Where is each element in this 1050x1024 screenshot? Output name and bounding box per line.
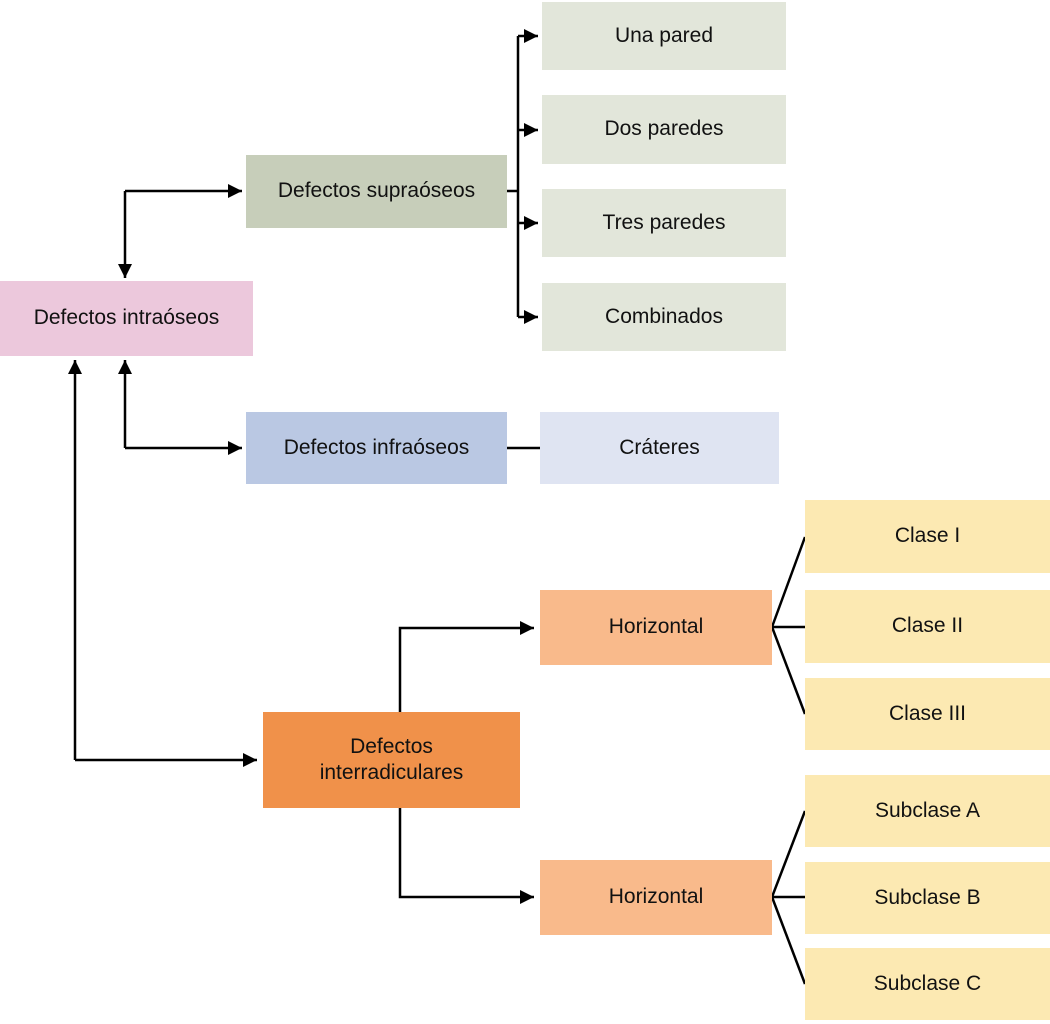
root-to-supra-connector [118,184,242,278]
node-defectos-supraoseos: Defectos supraóseos [246,155,507,228]
inter-to-horizontal2-connector [398,808,534,904]
node-una-pared: Una pared [542,2,786,70]
root-to-infra-connector [118,360,242,455]
inter-to-horizontal1-connector [398,621,534,712]
node-subclase-b: Subclase B [805,862,1050,934]
node-combinados: Combinados [542,283,786,351]
node-subclase-a: Subclase A [805,775,1050,847]
horizontal2-fan-connector [770,810,807,985]
node-crateres: Cráteres [540,412,779,484]
node-tres-paredes: Tres paredes [542,189,786,257]
node-horizontal-1: Horizontal [540,590,772,665]
horizontal1-fan-connector [770,536,807,715]
node-defectos-interradiculares: Defectos interradiculares [263,712,520,808]
node-subclase-c: Subclase C [805,948,1050,1020]
supra-children-connector [507,29,538,324]
node-dos-paredes: Dos paredes [542,95,786,164]
node-horizontal-2: Horizontal [540,860,772,935]
node-defectos-infraoseos: Defectos infraóseos [246,412,507,484]
node-clase-i: Clase I [805,500,1050,573]
node-defectos-intraoseos: Defectos intraóseos [0,281,253,356]
node-clase-iii: Clase III [805,678,1050,750]
node-clase-ii: Clase II [805,590,1050,663]
root-to-inter-connector [68,360,257,767]
